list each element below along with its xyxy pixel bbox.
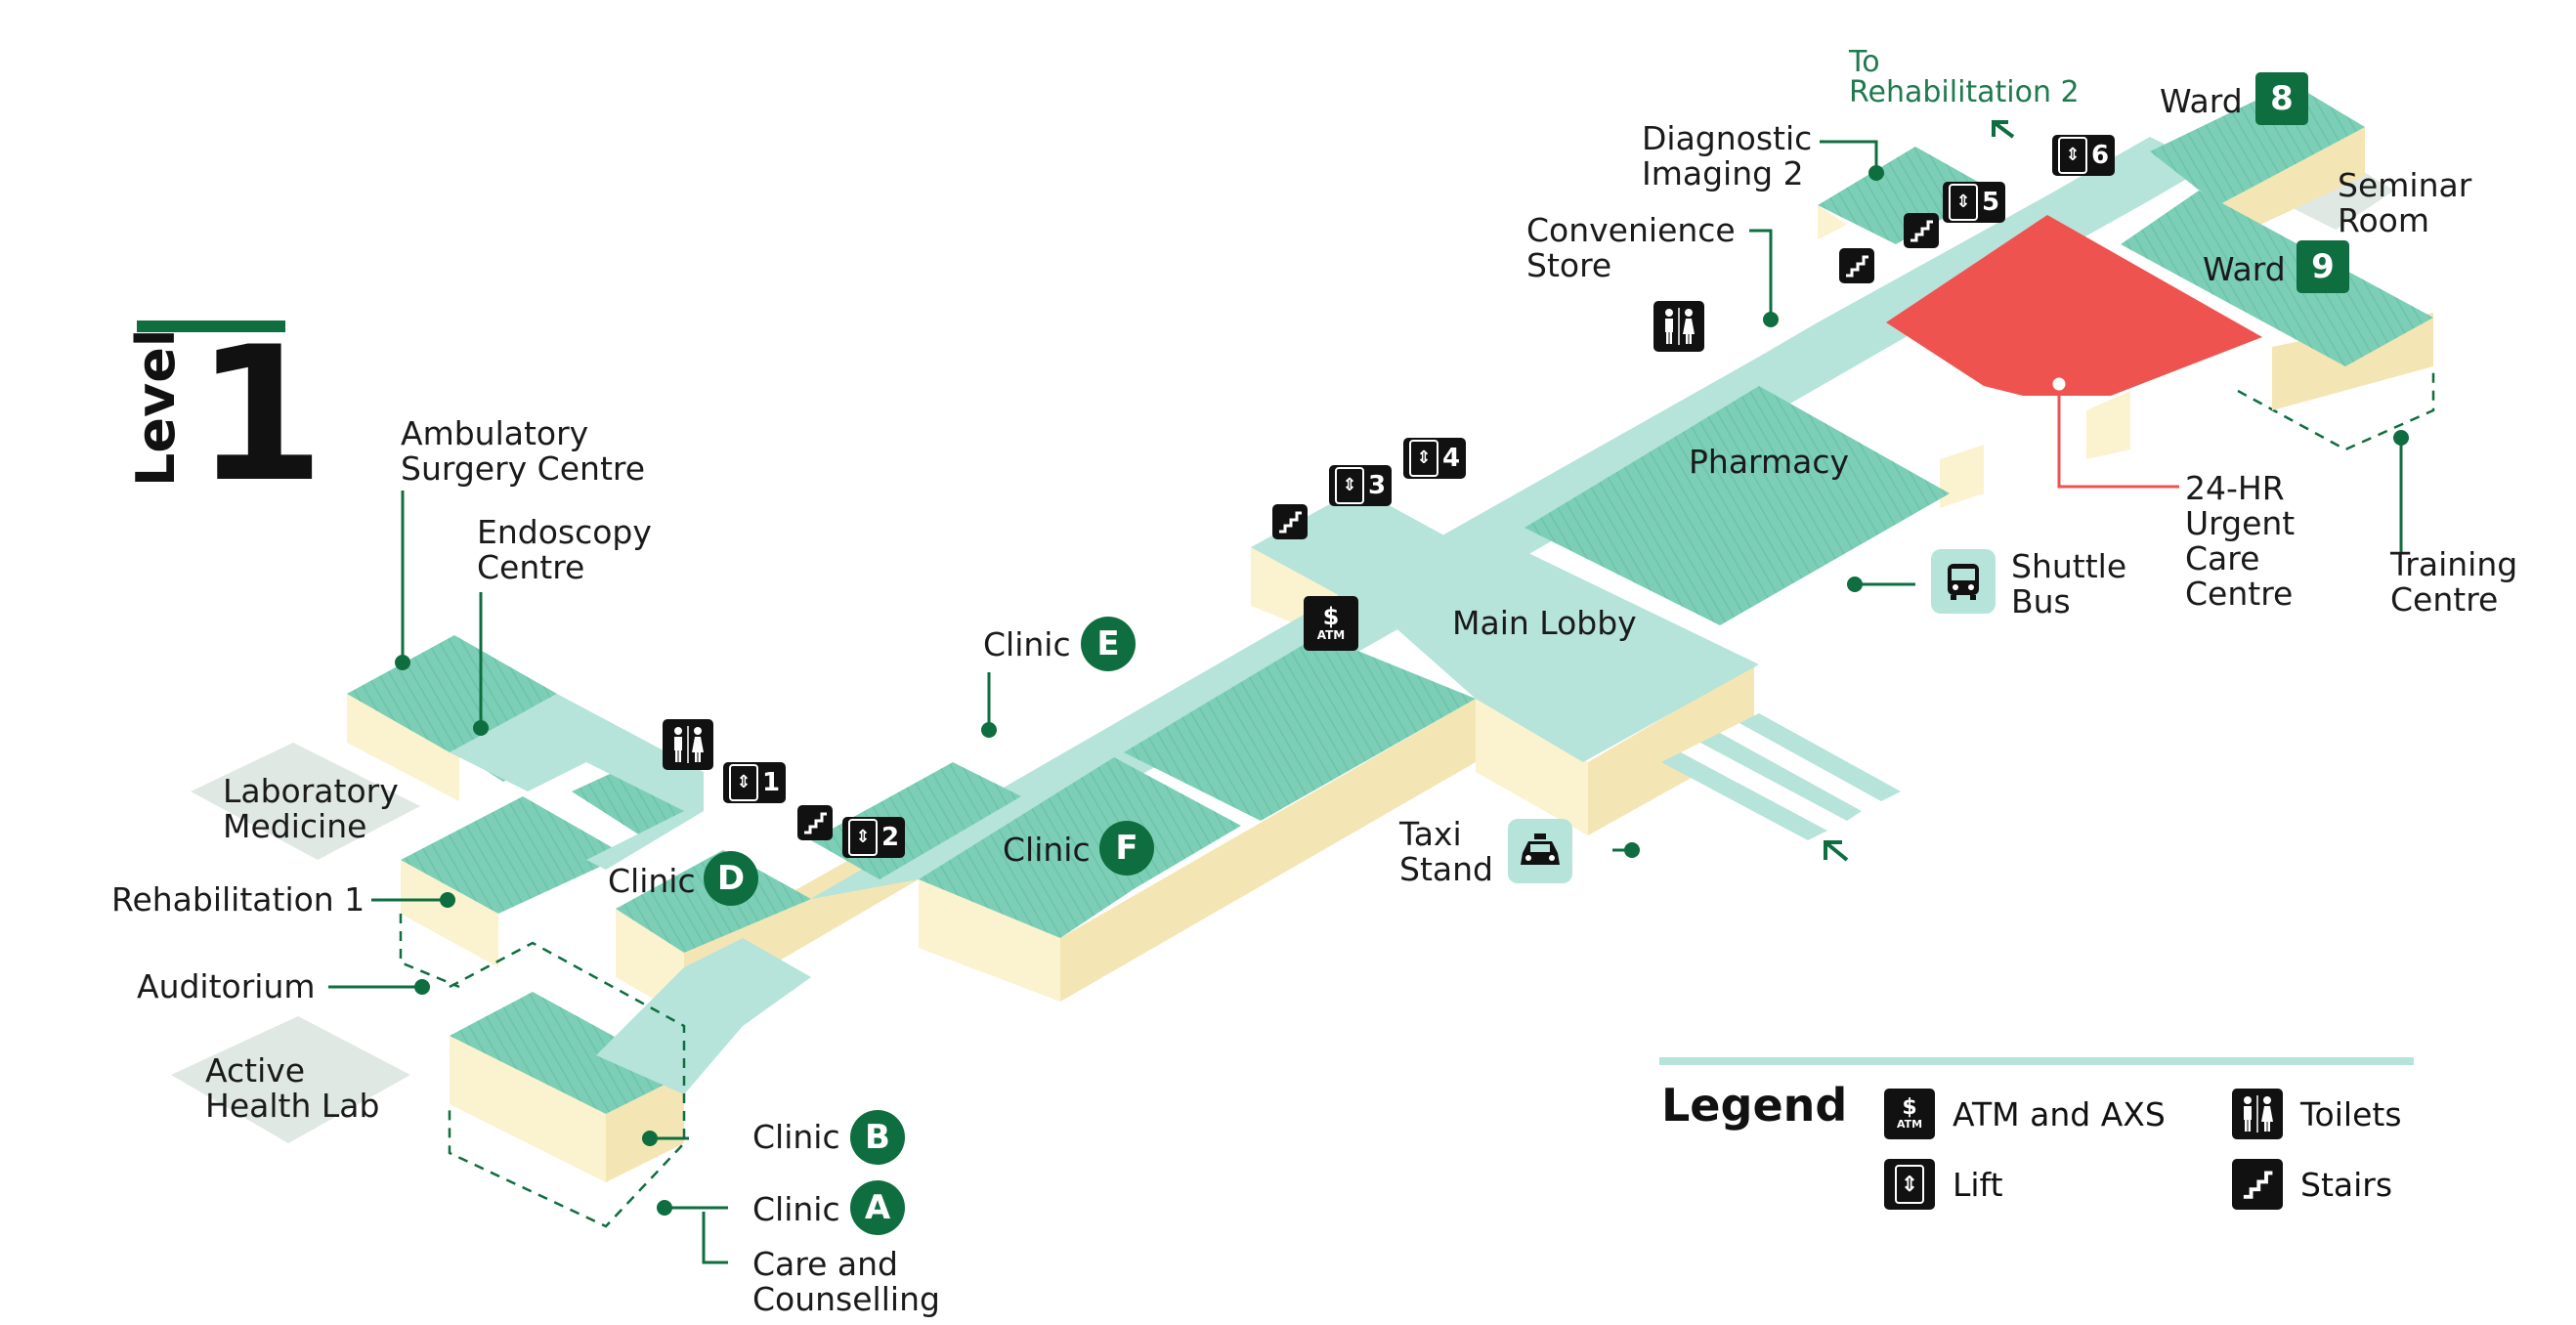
left-vertical-corridor [596, 938, 811, 1094]
atm-icon: $ ATM [1304, 596, 1358, 651]
legend-atm: $ATM ATM and AXS [1884, 1089, 2166, 1139]
shuttle-bus-icon [1931, 549, 1996, 614]
legend-stairs: Stairs [2232, 1159, 2392, 1210]
lift-icon: ⇕ [1884, 1159, 1935, 1210]
label-care-counselling: Care and Counselling [752, 1245, 940, 1318]
lift-5-number: 5 [1982, 188, 2000, 217]
clinic-e-badge: E [1081, 617, 1136, 671]
legend-toilets: Toilets [2232, 1089, 2402, 1139]
label-endoscopy: Endoscopy Centre [477, 513, 652, 586]
label-ward-9: Ward [2203, 250, 2286, 288]
label-clinic-e: Clinic [983, 625, 1071, 663]
stairs-icon [797, 805, 833, 840]
toilets-icon [663, 719, 713, 770]
label-auditorium: Auditorium [137, 967, 316, 1005]
rehab1-floor [401, 796, 625, 914]
label-pharmacy: Pharmacy [1689, 443, 1850, 481]
label-clinic-a: Clinic [752, 1190, 840, 1228]
legend-divider [1659, 1057, 2414, 1065]
stairs-icon [2232, 1159, 2283, 1210]
label-laboratory: Laboratory Medicine [223, 772, 399, 845]
ward-8-floor [2150, 83, 2365, 205]
laboratory-block [191, 743, 420, 860]
ward-9-badge: 9 [2297, 240, 2349, 293]
lift-4-number: 4 [1442, 444, 1461, 473]
label-clinic-f: Clinic [1003, 831, 1091, 869]
lift-3-number: 3 [1368, 471, 1387, 500]
atm-text: ATM [1896, 1118, 1923, 1131]
label-main-lobby: Main Lobby [1452, 604, 1637, 642]
crosswalk [1661, 713, 1901, 840]
lift-6-number: 6 [2091, 141, 2110, 170]
ward-9-floor [2121, 191, 2433, 366]
lift-4-icon: ⇕4 [1403, 438, 1466, 479]
south-floor [1124, 635, 1476, 821]
level-bar [137, 321, 285, 332]
toilets-icon [1653, 301, 1704, 352]
level-number: 1 [195, 307, 325, 523]
lift-1-icon: ⇕1 [723, 762, 786, 803]
lift-2-number: 2 [881, 823, 900, 852]
label-to-rehabilitation-2: To Rehabilitation 2 [1849, 45, 2080, 109]
clinic-a-badge: A [850, 1180, 905, 1235]
lift-6-icon: ⇕6 [2052, 135, 2115, 176]
taxi-icon [1508, 819, 1572, 883]
atm-icon: $ATM [1884, 1089, 1935, 1139]
legend-lift-label: Lift [1953, 1165, 2003, 1204]
corridor-left [450, 694, 704, 870]
label-ambulatory: Ambulatory Surgery Centre [401, 414, 646, 488]
stairs-icon [1272, 504, 1308, 539]
clinic-f-badge: F [1099, 821, 1154, 876]
legend-title: Legend [1661, 1079, 1848, 1132]
label-clinic-d: Clinic [608, 862, 696, 900]
label-active-health-lab: Active Health Lab [205, 1051, 380, 1125]
clinic-f-floor [919, 757, 1241, 938]
label-shuttle-bus: Shuttle Bus [2011, 547, 2127, 620]
room-d-floor [572, 762, 704, 835]
label-ward-8: Ward [2160, 82, 2243, 120]
lift-1-number: 1 [762, 768, 781, 797]
pharmacy-floor [1524, 386, 1950, 625]
label-training-centre: Training Centre [2390, 545, 2518, 619]
legend-lift: ⇕ Lift [1884, 1159, 2003, 1210]
clinic-d-floor [616, 850, 811, 953]
legend-toilets-label: Toilets [2300, 1094, 2402, 1133]
label-diagnostic-imaging: Diagnostic Imaging 2 [1642, 119, 1813, 192]
clinic-d-badge: D [704, 851, 758, 906]
label-seminar-room: Seminar Room [2338, 166, 2472, 239]
urgent-care-floor [1886, 215, 2262, 396]
clinic-b-floor [450, 992, 684, 1114]
level-word: Level [125, 328, 187, 487]
label-taxi-stand: Taxi Stand [1399, 815, 1493, 888]
ward-8-badge: 8 [2255, 72, 2308, 125]
stairs-icon [1904, 213, 1939, 248]
ambulatory-floor [347, 635, 557, 752]
active-health-block [171, 1016, 410, 1143]
stairs-icon [1839, 248, 1874, 283]
toilets-icon [2232, 1089, 2283, 1139]
label-clinic-b: Clinic [752, 1118, 840, 1156]
lift-3-icon: ⇕3 [1329, 465, 1392, 506]
atm-text: ATM [1316, 628, 1346, 642]
clinic-b-badge: B [850, 1110, 905, 1165]
label-rehabilitation-1: Rehabilitation 1 [111, 880, 365, 919]
lift-5-icon: ⇕5 [1943, 182, 2005, 223]
lift-2-icon: ⇕2 [842, 817, 905, 858]
main-lobby [1349, 523, 1759, 762]
label-urgent-care: 24-HR Urgent Care Centre [2185, 469, 2296, 613]
legend-stairs-label: Stairs [2300, 1165, 2393, 1204]
label-convenience-store: Convenience Store [1526, 211, 1736, 284]
legend-atm-label: ATM and AXS [1953, 1094, 2166, 1133]
diagnostic-floor [1818, 147, 1994, 244]
